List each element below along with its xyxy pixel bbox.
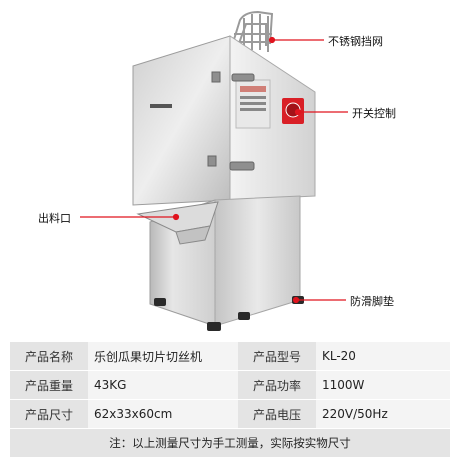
spec-table: 产品名称 乐创瓜果切片切丝机 产品型号 KL-20 产品重量 43KG 产品功率…: [10, 342, 450, 458]
product-photo: [80, 10, 348, 331]
spec-label: 产品重量: [10, 370, 88, 400]
spec-value: 1100W: [316, 370, 450, 400]
spec-label: 产品型号: [238, 342, 316, 371]
spec-row: 产品尺寸 62x33x60cm 产品电压 220V/50Hz: [10, 399, 450, 429]
spec-label: 产品尺寸: [10, 399, 88, 429]
callout-guard-net: 不锈钢挡网: [328, 35, 383, 48]
spec-value: 220V/50Hz: [316, 399, 450, 429]
callout-switch: 开关控制: [352, 107, 396, 120]
spec-value: 乐创瓜果切片切丝机: [88, 342, 238, 371]
brand-plate: [150, 104, 172, 108]
spec-label: 产品名称: [10, 342, 88, 371]
spec-value: 62x33x60cm: [88, 399, 238, 429]
spec-value: KL-20: [316, 342, 450, 371]
spec-label: 产品功率: [238, 370, 316, 400]
spec-value: 43KG: [88, 370, 238, 400]
callout-lines: [80, 36, 348, 304]
power-switch: [282, 98, 304, 124]
spec-label: 产品电压: [238, 399, 316, 429]
callout-outlet: 出料口: [38, 212, 71, 225]
spec-note-row: 注：以上测量尺寸为手工测量，实际按实物尺寸: [10, 428, 450, 458]
hinge-bottom: [207, 155, 255, 171]
callout-feet: 防滑脚垫: [350, 295, 394, 308]
spec-row: 产品重量 43KG 产品功率 1100W: [10, 370, 450, 400]
spec-note: 注：以上测量尺寸为手工测量，实际按实物尺寸: [10, 428, 450, 458]
guard-net: [231, 10, 274, 52]
hinge-top: [211, 71, 255, 83]
spec-row: 产品名称 乐创瓜果切片切丝机 产品型号 KL-20: [10, 342, 450, 371]
anti-slip-feet: [154, 296, 304, 331]
